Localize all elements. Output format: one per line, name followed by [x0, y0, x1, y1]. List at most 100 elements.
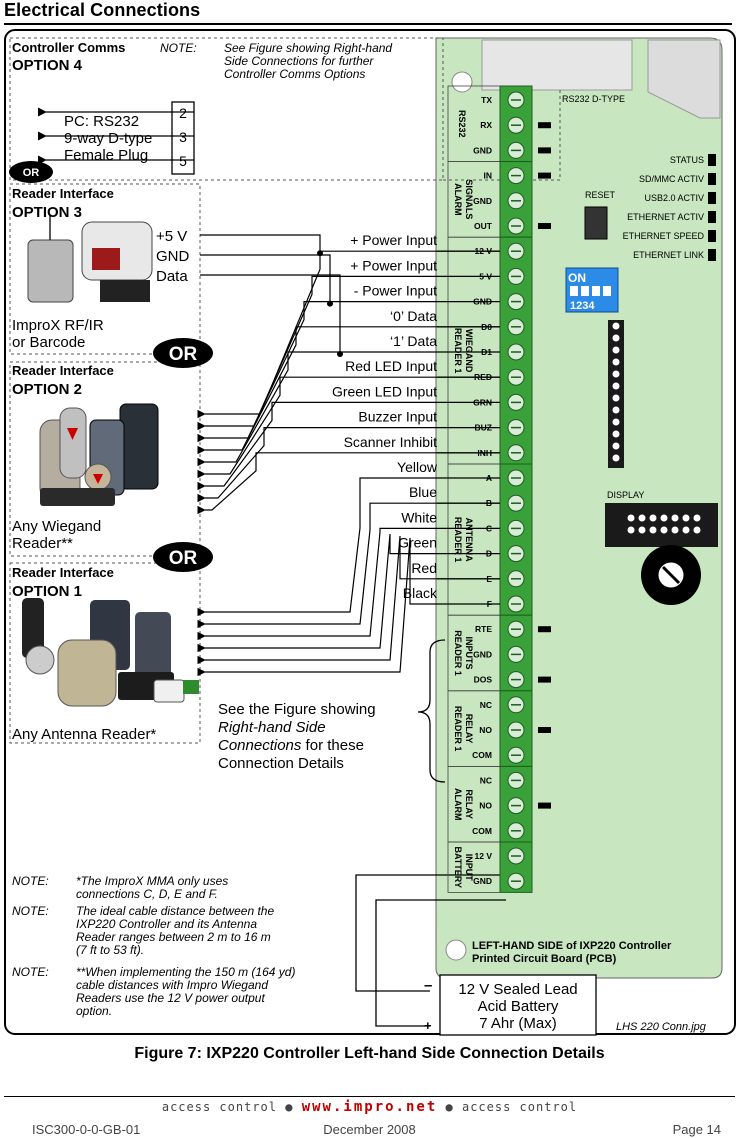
footer-url[interactable]: www.impro.net [301, 1099, 438, 1115]
image-tag: LHS 220 Conn.jpg [616, 1021, 707, 1033]
display-pin-icon [627, 526, 635, 534]
terminal-group-label: RELAY [464, 789, 474, 819]
page-heading: Electrical Connections [4, 0, 201, 20]
wiegand-wire-route [197, 427, 437, 503]
display-pin-icon [649, 526, 657, 534]
option2-caption: Reader** [12, 535, 73, 552]
pcb-led-icon [538, 147, 551, 154]
option3-supply-label: GND [156, 248, 190, 265]
terminal-group-label: READER 1 [453, 706, 463, 752]
wiegand-wire-route [197, 351, 437, 467]
antenna-wire-route [197, 533, 437, 653]
option1-caption: Any Antenna Reader* [12, 726, 156, 743]
antenna-wire-label: Green [398, 535, 437, 551]
comms-note-line: Controller Comms Options [224, 67, 365, 81]
terminal-pin-label: 12 V [475, 851, 493, 861]
wiegand-wire-route [197, 326, 437, 455]
dtype-pin-number: 2 [179, 105, 187, 121]
or-badge-1 [9, 161, 53, 183]
display-pin-icon [682, 514, 690, 522]
pcb-led-icon [538, 626, 551, 633]
note-label: NOTE: [12, 904, 49, 918]
display-label: DISPLAY [607, 490, 644, 500]
terminal-block [499, 463, 533, 616]
footer-page-number: Page 14 [672, 1122, 721, 1137]
terminal-group-label: RELAY [464, 714, 474, 744]
header-pin-icon [612, 358, 620, 366]
comms-note-line: See Figure showing Right-hand [224, 41, 392, 55]
footer-doc-id: ISC300-0-0-GB-01 [32, 1122, 141, 1137]
terminal-group-label: RS232 [457, 110, 467, 138]
wire-junction-dot [337, 351, 343, 357]
improx-device-icon [27, 214, 153, 303]
terminal-pin-label: NO [479, 725, 492, 735]
antenna-wire-label: Blue [409, 484, 437, 500]
display-connector [605, 503, 718, 547]
header-pin-icon [612, 346, 620, 354]
pcb-title: LEFT-HAND SIDE of IXP220 Controller [472, 940, 672, 952]
comms-title: Controller Comms [12, 40, 125, 55]
rs232-dtype-connector [481, 39, 633, 91]
option3-supply-label: +5 V [156, 228, 187, 245]
footer-dot-icon: ● [445, 1100, 462, 1114]
pcb-led-icon [538, 172, 551, 179]
option3-caption: or Barcode [12, 334, 85, 351]
mounting-hole-bottom [445, 939, 467, 961]
pcb-led-icon [538, 802, 551, 809]
option1-title: Reader Interface [12, 565, 114, 580]
display-pin-icon [660, 514, 668, 522]
see-figure-line: Right-hand Side [218, 719, 326, 736]
wiegand-wire-label: + Power Input [350, 232, 437, 248]
display-pin-icon [627, 514, 635, 522]
option3-title: Reader Interface [12, 186, 114, 201]
pcb-led-icon [538, 727, 551, 733]
terminal-group-label: SIGNALS [464, 179, 474, 219]
antenna-wire-label: White [401, 509, 437, 525]
or-badge-3 [153, 542, 213, 572]
or-badge-text: OR [23, 167, 40, 179]
dtype-pin-number: 5 [179, 153, 187, 169]
status-led-icon [708, 173, 716, 185]
pcb-led-icon [538, 122, 551, 129]
terminal-group-label: BATTERY [453, 846, 463, 888]
terminal-pin-label: RX [480, 120, 492, 130]
pc-plug-line: PC: RS232 [64, 113, 139, 130]
comms-option-box [9, 37, 444, 181]
note-label: NOTE: [12, 874, 49, 888]
comms-note-line: Side Connections for further [224, 54, 374, 68]
terminal-pin-label: OUT [474, 221, 493, 231]
comms-note-label: NOTE: [160, 41, 197, 55]
header-pin-icon [612, 442, 620, 450]
mounting-hole-top [451, 71, 473, 93]
note-line: **When implementing the 150 m (164 yd) [76, 965, 295, 979]
header-pin-icon [612, 406, 620, 414]
pcb-led-icon [538, 676, 551, 683]
footer-banner-left: access control [161, 1100, 278, 1114]
terminal-group-label: READER 1 [453, 517, 463, 563]
status-led-icon [708, 154, 716, 166]
note-line: cable distances with Impro Wiegand [76, 978, 268, 992]
terminal-group-label: ANTENNA [464, 518, 474, 562]
display-pin-icon [638, 526, 646, 534]
note-line: Reader ranges between 2 m to 16 m [76, 930, 271, 944]
wiegand-wire-route [197, 250, 437, 419]
option3-supply-wire [200, 234, 321, 254]
terminal-group-label: READER 1 [453, 328, 463, 374]
antenna-wire-route [197, 477, 437, 617]
terminal-pin-label: GND [473, 876, 492, 886]
see-figure-line: Connection Details [218, 755, 344, 772]
status-led-label: SD/MMC ACTIV [639, 174, 704, 184]
antenna-wire-route [197, 537, 437, 677]
display-pin-icon [660, 526, 668, 534]
battery-minus-label: – [424, 977, 432, 994]
option1-box [9, 562, 201, 744]
option3-supply-wire [200, 254, 331, 304]
terminal-pin-label: COM [472, 750, 492, 760]
battery-wire-minus [355, 874, 506, 992]
header-pin-icon [612, 418, 620, 426]
figure-caption: Figure 7: IXP220 Controller Left-hand Si… [134, 1045, 605, 1062]
option3-caption: ImproX RF/IR [12, 317, 104, 334]
pcb-led-icon [538, 223, 551, 229]
or-badge-2 [153, 338, 213, 368]
